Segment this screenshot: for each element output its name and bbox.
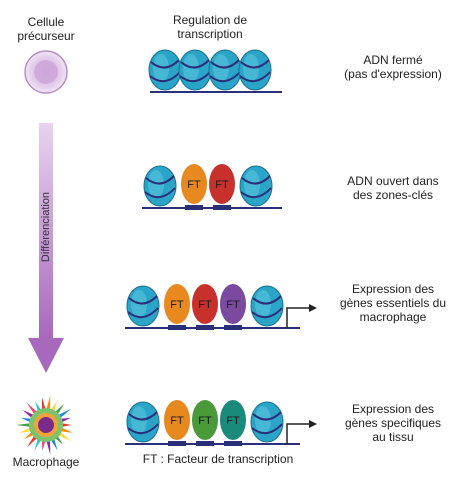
binding-site	[196, 441, 214, 446]
stage-row-1	[148, 49, 282, 93]
macrophage-spike	[60, 423, 72, 427]
macrophage-spike	[34, 437, 42, 451]
nucleosome	[143, 165, 177, 207]
binding-site	[213, 205, 231, 210]
precursor-cell-icon	[24, 50, 68, 94]
footnote: FT : Facteur de transcription	[142, 452, 294, 466]
binding-site	[168, 441, 186, 446]
transcription-factor-label: FT	[170, 415, 184, 427]
transcription-factor-label: FT	[198, 299, 212, 311]
binding-site	[168, 325, 186, 330]
transcription-factor	[220, 284, 246, 324]
stage-1-description: ADN fermé (pas d'expression)	[344, 53, 442, 81]
nucleosome	[250, 401, 284, 443]
macrophage-icon	[16, 395, 73, 455]
stage-row-3: FT FT FT	[125, 284, 317, 330]
binding-site	[224, 325, 242, 330]
expression-arrow	[286, 423, 311, 444]
differentiation-label: Différenciation	[40, 191, 52, 263]
macrophage-spike	[42, 397, 46, 411]
binding-site	[185, 205, 203, 210]
transcription-factor	[209, 164, 235, 204]
nucleosome	[208, 49, 242, 91]
precursor-cell-label: Cellule précurseur	[17, 15, 75, 43]
expression-arrow	[286, 307, 311, 328]
nucleosome	[126, 285, 160, 327]
nucleosome	[126, 401, 160, 443]
nucleosome	[238, 49, 272, 91]
transcription-factor-label: FT	[187, 179, 201, 191]
binding-site	[196, 325, 214, 330]
nucleosome	[178, 49, 212, 91]
transcription-factor-label: FT	[226, 299, 240, 311]
macrophage-spike	[19, 427, 33, 433]
binding-site	[224, 441, 242, 446]
transcription-factor	[164, 400, 190, 440]
transcription-factor-label: FT	[215, 179, 229, 191]
stage-4-description: Expression des gènes specifiques au tiss…	[344, 402, 442, 444]
stage-row-4: FT FT FT	[125, 400, 317, 446]
macrophage-spike	[42, 439, 46, 451]
nucleosome	[239, 165, 273, 207]
differentiation-arrow	[28, 123, 64, 373]
stage-rows: FT FT FT FT FT FT FT FT	[125, 49, 317, 446]
stage-2-description: ADN ouvert dans des zones-clés	[347, 174, 439, 202]
transcription-factor	[220, 400, 246, 440]
nucleosome	[148, 49, 182, 91]
nucleosome	[250, 285, 284, 327]
transcription-factor-label: FT	[226, 415, 240, 427]
stage-3-description: Expression des gènes essentiels du macro…	[339, 282, 447, 324]
transcription-factor	[192, 400, 218, 440]
macrophage-spike	[46, 395, 51, 411]
macrophage-label: Macrophage	[12, 455, 80, 469]
macrophage-spike	[57, 431, 72, 442]
macrophage-spike	[16, 423, 32, 427]
macrophage-nucleus	[38, 417, 54, 433]
transcription-factor-label: FT	[198, 415, 212, 427]
transcription-factor	[181, 164, 207, 204]
macrophage-spike	[57, 408, 72, 419]
transcription-factor-label: FT	[170, 299, 184, 311]
macrophage-spike	[50, 437, 58, 451]
transcription-factor	[164, 284, 190, 324]
transcription-factor	[192, 284, 218, 324]
macrophage-spike	[46, 439, 51, 455]
column-header: Regulation de transcription	[172, 13, 248, 41]
macrophage-spike	[59, 427, 73, 433]
expression-arrow-head	[309, 420, 317, 428]
stage-row-2: FT FT	[142, 164, 282, 210]
expression-arrow-head	[309, 304, 317, 312]
macrophage-spike	[26, 435, 38, 448]
macrophage-spike	[26, 402, 38, 415]
